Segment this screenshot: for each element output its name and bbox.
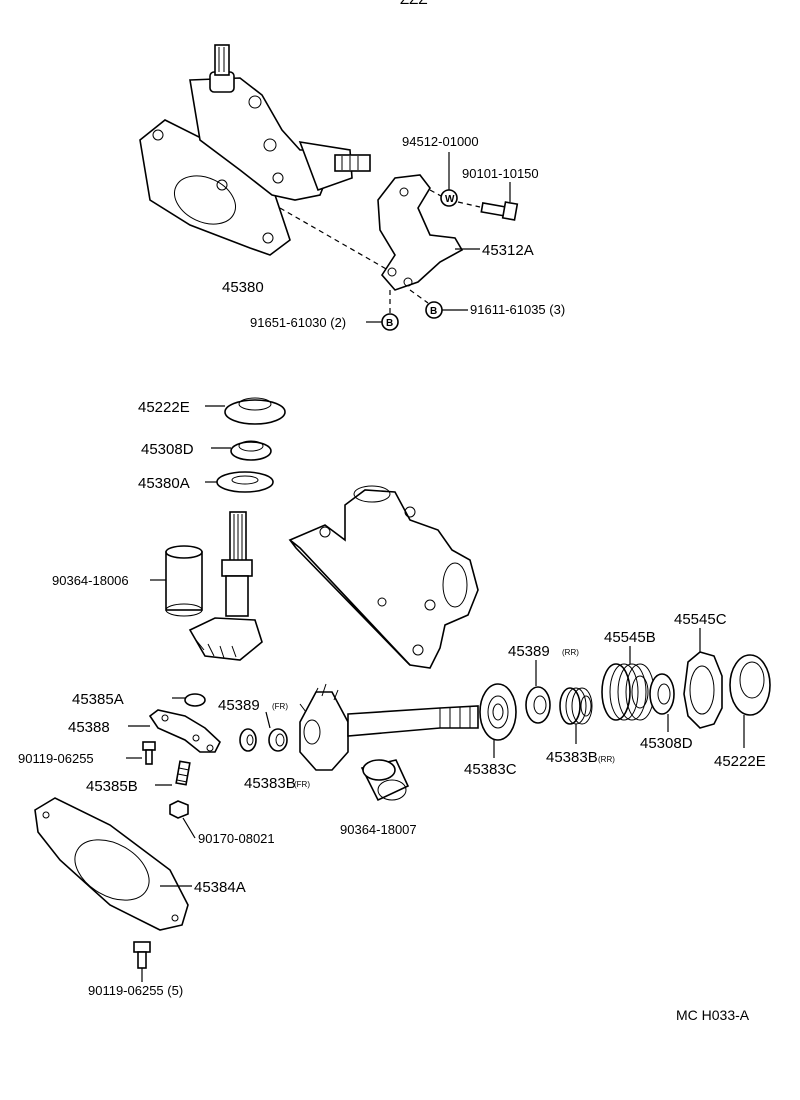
label-45222E-right: 45222E — [714, 753, 766, 770]
shim-45383B-rr — [559, 687, 593, 725]
label-45383B-rr: 45383B — [546, 749, 598, 766]
label-90119-06255-b: 90119-06255 (5) — [88, 983, 183, 998]
shim-45383B-fr — [268, 728, 288, 752]
gear-housing-lower — [288, 485, 479, 669]
header-code: ZZZ — [400, 0, 428, 8]
leader-90170 — [182, 817, 196, 839]
bushing-90364-18006 — [165, 545, 203, 617]
bolt-right-dash — [409, 289, 429, 304]
pad-45385A — [184, 693, 206, 707]
label-45388: 45388 — [68, 719, 110, 736]
washer-marker-letter: W — [445, 194, 455, 205]
gearbox-housing-45380 — [139, 44, 371, 256]
seal-45308D-top — [230, 440, 272, 461]
bearing-45383C — [479, 683, 517, 741]
label-45312A: 45312A — [482, 242, 534, 259]
label-45222E-top: 45222E — [138, 399, 190, 416]
cap-45222E-right — [729, 654, 771, 716]
leader-45389-fr — [265, 711, 271, 729]
label-45383B-rr-sub: (RR) — [598, 755, 615, 764]
label-45385A: 45385A — [72, 691, 124, 708]
bearing-45545B — [601, 663, 655, 721]
label-90364-18007: 90364-18007 — [340, 822, 417, 837]
label-45383C: 45383C — [464, 761, 517, 778]
pinion-shaft-vertical — [188, 511, 263, 661]
label-90101-10150: 90101-10150 — [462, 166, 539, 181]
ring-gear-shaft — [299, 683, 479, 771]
label-45383B-fr-sub: (FR) — [294, 780, 310, 789]
bolt-marker-right-letter: B — [430, 306, 437, 317]
spacer-45389-rr — [525, 686, 551, 724]
cap-45222E-top — [224, 397, 286, 425]
seal-45308D-right — [649, 673, 675, 715]
label-45545C: 45545C — [674, 611, 727, 628]
label-45380A: 45380A — [138, 475, 190, 492]
label-45308D-right: 45308D — [640, 735, 693, 752]
bushing-90364-18007 — [360, 759, 410, 802]
bolt-dash — [457, 201, 481, 208]
bolt-90119-06255-b — [133, 941, 151, 969]
bolt-marker-left-letter: B — [386, 318, 393, 329]
nut-45545C — [683, 651, 723, 729]
label-94512-01000: 94512-01000 — [402, 134, 479, 149]
label-91651-61030: 91651-61030 (2) — [250, 315, 346, 330]
nut-90170-08021 — [169, 800, 189, 819]
label-45383B-fr: 45383B — [244, 775, 296, 792]
label-90170-08021: 90170-08021 — [198, 831, 275, 846]
cover-45384A — [34, 797, 189, 931]
spacer-45389-fr — [239, 728, 257, 752]
label-45389-rr: 45389 — [508, 643, 550, 660]
label-45389-fr-sub: (FR) — [272, 702, 288, 711]
alignment-line — [279, 207, 389, 271]
bolt-90101-10150 — [480, 201, 519, 221]
label-45385B: 45385B — [86, 778, 138, 795]
plate-45388 — [148, 709, 221, 753]
label-90119-06255-a: 90119-06255 — [18, 751, 94, 766]
bracket-45312A — [377, 174, 464, 291]
washer-dash — [429, 189, 442, 197]
label-45389-fr: 45389 — [218, 697, 260, 714]
bolt-45385B — [175, 760, 191, 786]
label-45380: 45380 — [222, 279, 264, 296]
label-91611-61035: 91611-61035 (3) — [470, 302, 565, 317]
label-45384A: 45384A — [194, 879, 246, 896]
washer-45380A — [216, 471, 274, 493]
diagram-code: MC H033-A — [676, 1007, 750, 1023]
label-45389-rr-sub: (RR) — [562, 648, 579, 657]
label-45308D-top: 45308D — [141, 441, 194, 458]
label-45545B: 45545B — [604, 629, 656, 646]
label-90364-18006: 90364-18006 — [52, 573, 129, 588]
bolt-90119-06255-a — [142, 741, 156, 765]
